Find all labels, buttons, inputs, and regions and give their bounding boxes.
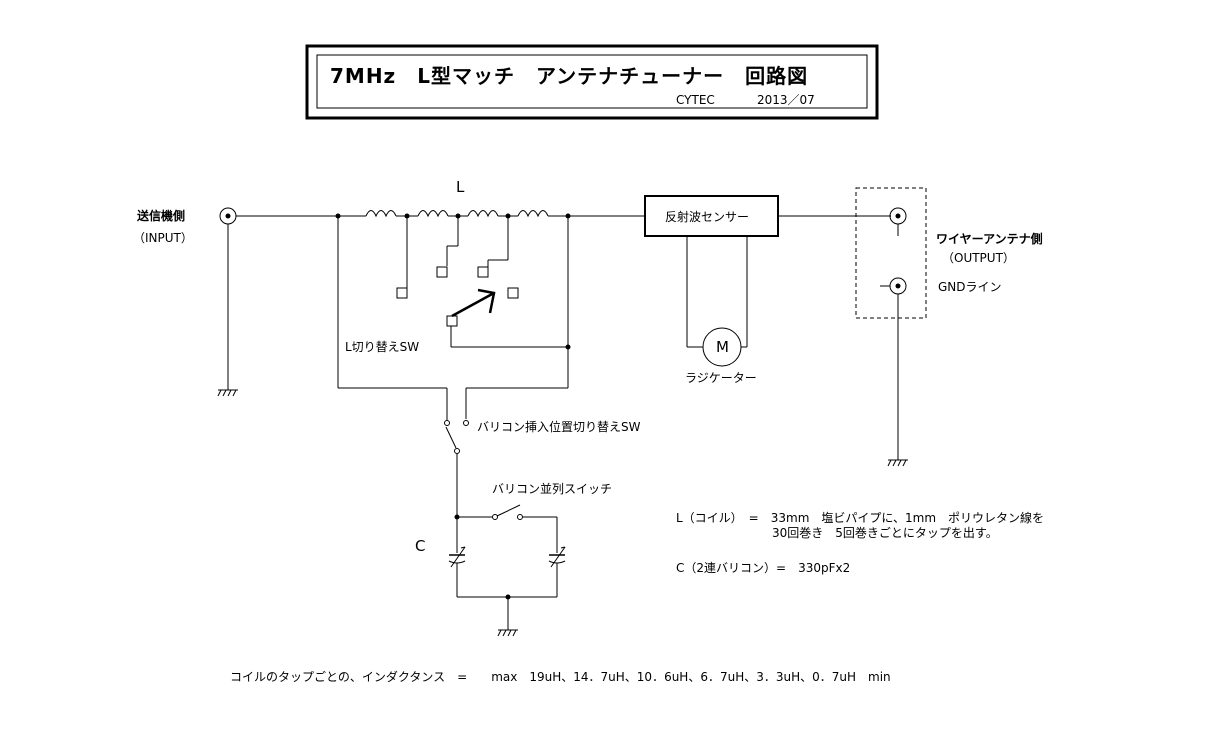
switch-common-contact bbox=[446, 315, 458, 327]
output-sublabel: （OUTPUT） bbox=[942, 251, 1015, 265]
variable-capacitor-1 bbox=[448, 546, 466, 597]
varicon-position-switch bbox=[444, 420, 469, 454]
input-label: 送信機側 bbox=[136, 208, 185, 223]
title-inner-frame bbox=[316, 54, 868, 109]
title-block: 7MHz L型マッチ アンテナチューナー 回路図 CYTEC 2013／07 bbox=[305, 44, 879, 120]
gnd-connector bbox=[880, 277, 907, 295]
varicon-parallel-switch-label: バリコン並列スイッチ bbox=[492, 482, 612, 496]
inductance-note: コイルのタップごとの、インダクタンス = max 19uH、14．7uH、10．… bbox=[230, 669, 891, 684]
coil-tap-wires bbox=[406, 216, 509, 292]
switch-contact bbox=[396, 287, 408, 299]
switch-wiper-arrow bbox=[451, 291, 495, 318]
switch-contact bbox=[436, 266, 448, 278]
title-outer-frame bbox=[305, 44, 879, 120]
coil-section-4 bbox=[517, 210, 549, 218]
gnd-line-label: GNDライン bbox=[938, 280, 1002, 294]
output-terminal-box bbox=[855, 187, 927, 319]
capacitor-label: C bbox=[415, 537, 425, 555]
title-author: CYTEC bbox=[676, 93, 715, 107]
switch-arrow-head bbox=[477, 288, 496, 314]
switch-contact bbox=[507, 287, 519, 299]
variable-capacitor-2 bbox=[548, 546, 566, 597]
title-date: 2013／07 bbox=[757, 93, 815, 107]
input-connector bbox=[219, 207, 237, 225]
title-main: 7MHz L型マッチ アンテナチューナー 回路図 bbox=[330, 64, 808, 88]
input-sublabel: （INPUT） bbox=[133, 231, 193, 245]
ground-symbol-output bbox=[887, 459, 908, 467]
coil-section-2 bbox=[417, 210, 449, 218]
coil-section-1 bbox=[365, 210, 397, 218]
output-connector bbox=[889, 207, 907, 236]
meter-label: ラジケーター bbox=[685, 371, 757, 385]
switch-contact bbox=[477, 266, 489, 278]
output-label: ワイヤーアンテナ側 bbox=[936, 231, 1043, 246]
varicon-position-switch-label: バリコン挿入位置切り替えSW bbox=[477, 419, 641, 434]
coil-label: L bbox=[456, 178, 465, 196]
l-rotary-switch bbox=[396, 266, 568, 348]
capacitor-note: C（2連バリコン）= 330pFx2 bbox=[676, 561, 850, 575]
l-switch-label: L切り替えSW bbox=[345, 340, 419, 354]
input-jack-center bbox=[225, 213, 231, 219]
junction-dot bbox=[565, 344, 571, 350]
coil-section-3 bbox=[467, 210, 499, 218]
meter-symbol: M bbox=[716, 338, 729, 356]
ground-symbol-input bbox=[217, 389, 238, 397]
coil-note-line2: 30回巻き 5回巻きごとにタップを出す。 bbox=[772, 525, 998, 540]
varicon-parallel-switch bbox=[492, 504, 523, 520]
sensor-label: 反射波センサー bbox=[665, 209, 749, 224]
coil-note-line1: L（コイル） = 33mm 塩ビパイプに、1mm ポリウレタン線を bbox=[676, 510, 1044, 525]
ground-symbol-capacitor bbox=[497, 629, 518, 637]
meter-circle bbox=[702, 327, 742, 367]
